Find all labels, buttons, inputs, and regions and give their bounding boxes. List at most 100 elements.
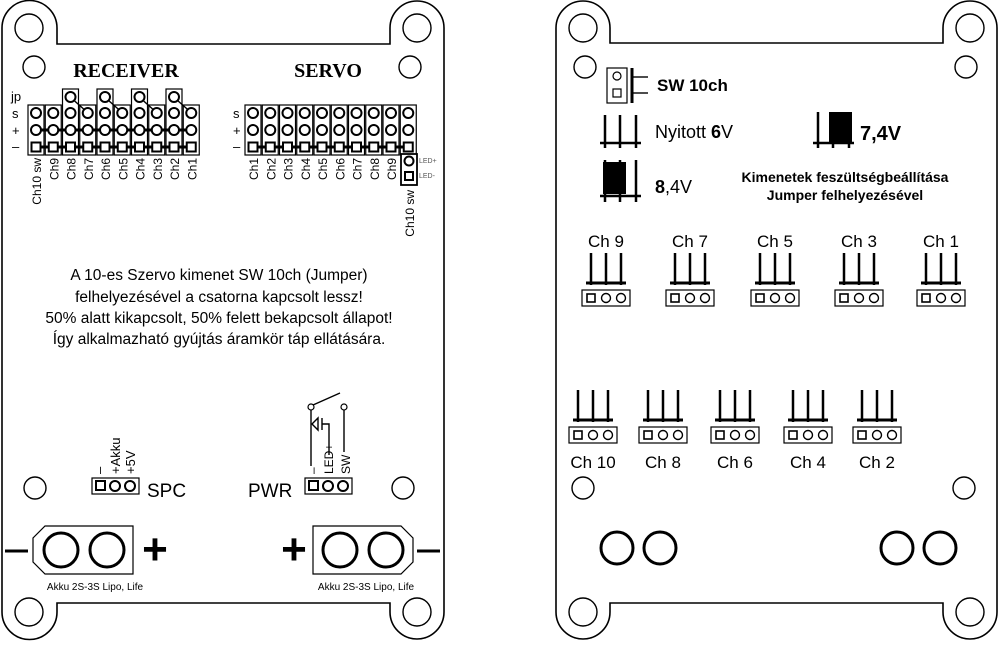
servo-sw-label: Ch10 sw (403, 190, 417, 237)
square-pin (30, 141, 42, 153)
header-column (27, 104, 45, 156)
open-unit: V (721, 122, 733, 142)
power-holes-right (599, 530, 958, 566)
round-pin (350, 107, 363, 119)
round-pin (385, 124, 397, 136)
servo-output-ch1: Ch 1 (916, 232, 966, 307)
round-pin (47, 107, 60, 119)
round-pin (868, 292, 880, 304)
round-pin (684, 292, 696, 304)
servo-channel-label: Ch9 (385, 158, 399, 180)
servo-channel-label: Ch2 (264, 158, 278, 180)
svg-text:8,4V: 8,4V (655, 177, 692, 197)
servo-output-ch10: Ch 10 (568, 390, 618, 472)
round-pin (316, 107, 328, 119)
square-pin (921, 293, 931, 303)
square-pin (134, 141, 145, 153)
square-pin (402, 141, 414, 153)
spc-label: SPC (147, 481, 186, 502)
round-pin (817, 429, 829, 441)
description-line: A 10-es Szervo kimenet SW 10ch (Jumper) (70, 267, 367, 284)
square-pin (586, 293, 596, 303)
square-pin (351, 141, 362, 153)
round-pin (116, 107, 129, 119)
battery-label: Akku 2S-3S Lipo, Life (47, 582, 144, 593)
square-pin (282, 141, 293, 153)
round-pin (350, 124, 363, 136)
jumper-pin (133, 91, 146, 103)
channel-label: Ch 7 (672, 232, 708, 251)
mounting-holes (14, 13, 985, 627)
row-label-minus: – (12, 139, 20, 154)
channel-label: Ch 1 (923, 232, 959, 251)
round-pin (247, 124, 259, 136)
round-pin (402, 124, 415, 136)
square-pin (333, 141, 345, 153)
plus-sign: + (281, 525, 307, 574)
round-pin (99, 124, 111, 136)
sw10ch-label: SW 10ch (657, 76, 728, 95)
round-pin (729, 429, 741, 441)
receiver-channel-label: Ch1 (185, 158, 199, 180)
round-pin (150, 124, 163, 136)
round-pin (657, 429, 669, 441)
round-pin (185, 107, 198, 119)
receiver-channel-label: Ch7 (82, 158, 96, 180)
round-pin (402, 107, 415, 119)
square-pin (643, 430, 653, 440)
receiver-channel-label: Ch2 (168, 158, 182, 180)
round-pin (935, 292, 947, 304)
receiver-channel-label: Ch6 (99, 158, 113, 180)
round-pin (871, 429, 883, 441)
round-pin (81, 107, 94, 119)
pwr-connector: PWR – LED+ SW (248, 392, 353, 502)
round-pin (367, 107, 380, 119)
jumper-pin (168, 91, 180, 103)
channel-label: Ch 10 (570, 453, 615, 472)
servo-output-ch6: Ch 6 (710, 390, 760, 472)
jumper-pin (99, 91, 111, 103)
channel-label: Ch 2 (859, 453, 895, 472)
square-pin (573, 430, 583, 440)
spc-connector: – +Akku +5V SPC (91, 438, 186, 502)
round-pin (744, 429, 756, 441)
left-board-outline (1, 0, 445, 641)
battery-connector-right: + Akku 2S-3S Lipo, Life (281, 525, 440, 593)
round-pin (316, 124, 328, 136)
servo-row-label-s: s (233, 106, 240, 121)
jumper-trace (142, 99, 155, 111)
round-pin (367, 124, 380, 136)
switch-led-schematic-icon (307, 392, 348, 466)
header-column (182, 104, 200, 156)
servo-channel-label: Ch7 (351, 158, 365, 180)
square-pin (368, 141, 380, 153)
square-pin (385, 141, 397, 153)
row-labels: jp s + – s + – (10, 89, 241, 154)
receiver-channel-label: Ch8 (65, 158, 79, 180)
sw10ch-jumper: SW 10ch (606, 67, 728, 104)
round-pin (950, 292, 962, 304)
description: A 10-es Szervo kimenet SW 10ch (Jumper) … (45, 267, 392, 348)
row-label-s: s (12, 106, 19, 121)
channel-label: Ch 9 (588, 232, 624, 251)
header-column (365, 104, 383, 156)
servo-output-ch2: Ch 2 (852, 390, 902, 472)
pwr-label: PWR (248, 481, 292, 502)
square-pin (788, 430, 798, 440)
receiver-title: RECEIVER (73, 60, 179, 82)
header-column (96, 88, 114, 156)
row-label-jp: jp (10, 89, 21, 104)
round-pin (64, 124, 77, 136)
jumper-trace (73, 99, 86, 111)
round-pin (99, 107, 111, 119)
round-pin (600, 292, 612, 304)
led-plus-label: LED+ (419, 158, 437, 165)
square-pin (755, 293, 765, 303)
round-pin (30, 124, 42, 136)
header-column (330, 104, 348, 156)
square-pin (168, 141, 180, 153)
description-line: 50% alatt kikapcsolt, 50% felett bekapcs… (45, 310, 392, 327)
channel-label: Ch 4 (790, 453, 826, 472)
